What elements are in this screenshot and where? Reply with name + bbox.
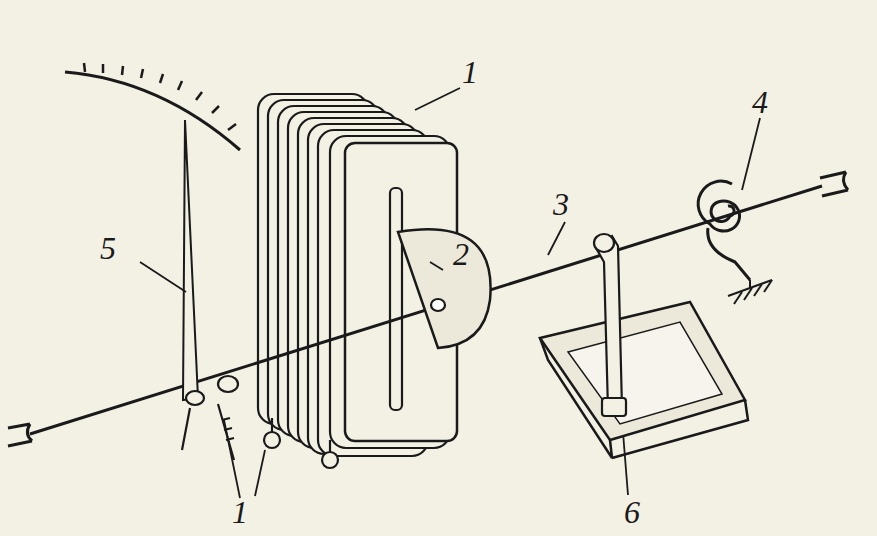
axis — [30, 186, 822, 434]
callout-number: 6 — [624, 496, 640, 528]
counterweight — [218, 376, 238, 392]
damper — [540, 234, 748, 458]
iron-disk — [398, 229, 491, 348]
callout-number: 1 — [232, 496, 248, 528]
callout-number: 4 — [752, 86, 768, 118]
bearing — [8, 424, 32, 446]
leader-lines — [140, 88, 760, 498]
bearing — [820, 172, 848, 196]
scale-arc — [65, 72, 240, 150]
spring — [698, 181, 750, 280]
ground-symbol — [728, 280, 772, 304]
terminals — [264, 418, 338, 468]
pointer-hub — [186, 391, 204, 405]
callout-number: 1 — [462, 56, 478, 88]
hub — [431, 299, 445, 311]
pointer — [183, 120, 198, 400]
callout-number: 5 — [100, 232, 116, 264]
scale-ticks — [84, 63, 236, 130]
callout-number: 3 — [553, 188, 569, 220]
callout-number: 2 — [453, 238, 469, 270]
